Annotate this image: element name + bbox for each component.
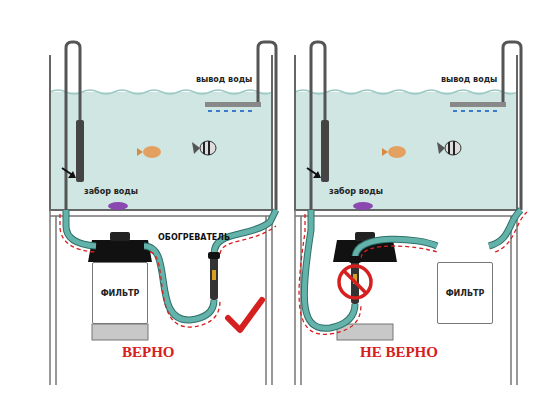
drawing-path (304, 210, 521, 328)
drawing-use (50, 42, 276, 385)
drawing-path (60, 214, 276, 327)
drawing-path (66, 210, 96, 246)
filter-body: ФИЛЬТР (437, 262, 493, 324)
outlet-label: вывод воды (441, 76, 497, 85)
drawing-use (295, 42, 521, 385)
drawing-path (304, 210, 521, 328)
drawing-circle (339, 266, 371, 298)
intake-label: забор воды (329, 188, 383, 197)
filter-body: ФИЛЬТР (92, 262, 148, 324)
drawing-use (208, 252, 220, 300)
verdict-wrong: НЕ ВЕРНО (360, 344, 438, 361)
drawing-path (228, 300, 262, 330)
drawing-path (66, 210, 96, 246)
outlet-label: вывод воды (196, 76, 252, 85)
heater-label: ОБОГРЕВАТЕЛЬ (158, 234, 230, 243)
verdict-correct: ВЕРНО (122, 344, 175, 361)
intake-label: забор воды (84, 188, 138, 197)
drawing-path (344, 271, 366, 293)
filter-label: ФИЛЬТР (446, 289, 485, 298)
drawing-path (299, 212, 527, 334)
filter-label: ФИЛЬТР (101, 289, 140, 298)
